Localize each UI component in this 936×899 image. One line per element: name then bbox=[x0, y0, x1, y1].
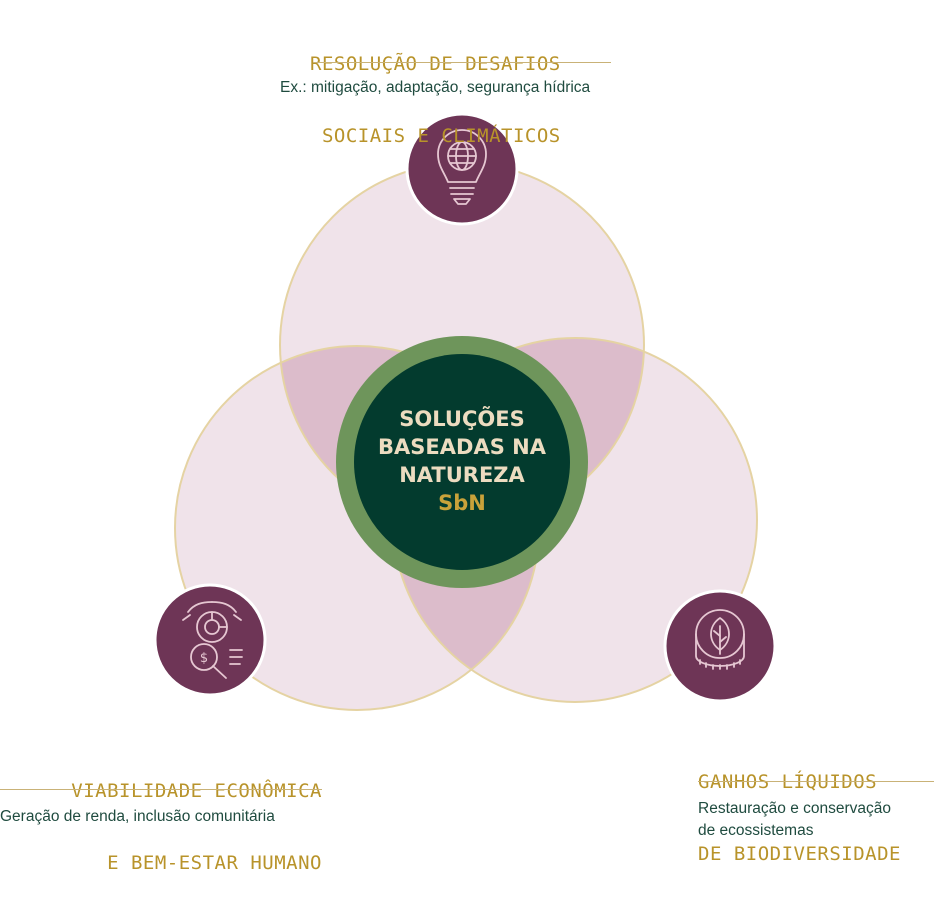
top-heading-divider bbox=[313, 62, 611, 63]
leaf-coin-icon bbox=[663, 589, 777, 703]
left-heading-line1: VIABILIDADE ECONÔMICA bbox=[71, 780, 322, 802]
right-description: Restauração e conservação de ecossistema… bbox=[698, 798, 934, 842]
center-abbreviation: SbN bbox=[438, 491, 486, 515]
center-title-line2: BASEADAS NA bbox=[378, 435, 546, 459]
left-description: Geração de renda, inclusão comunitária bbox=[0, 808, 275, 825]
svg-text:$: $ bbox=[200, 651, 208, 666]
center-title-line1: SOLUÇÕES bbox=[399, 407, 525, 431]
center-title-line3: NATUREZA bbox=[399, 463, 525, 487]
right-heading-divider bbox=[698, 781, 934, 782]
money-search-chart-icon: $ bbox=[153, 583, 267, 697]
right-heading-line2: DE BIODIVERSIDADE bbox=[698, 843, 901, 865]
left-heading-divider bbox=[0, 789, 322, 790]
lightbulb-globe-icon bbox=[405, 112, 519, 226]
right-description-line2: de ecossistemas bbox=[698, 822, 814, 839]
right-description-line1: Restauração e conservação bbox=[698, 800, 892, 817]
center-title: SOLUÇÕES BASEADAS NA NATUREZA SbN bbox=[360, 405, 564, 517]
left-heading-line2: E BEM-ESTAR HUMANO bbox=[107, 852, 322, 874]
top-heading-line1: RESOLUÇÃO DE DESAFIOS bbox=[310, 53, 561, 75]
venn-diagram: $ bbox=[153, 112, 777, 711]
center-badge bbox=[336, 336, 588, 588]
top-heading: RESOLUÇÃO DE DESAFIOS SOCIAIS E CLIMÁTIC… bbox=[310, 4, 561, 172]
top-heading-line2: SOCIAIS E CLIMÁTICOS bbox=[310, 125, 561, 147]
right-heading-line1: GANHOS LÍQUIDOS bbox=[698, 771, 878, 793]
top-description: Ex.: mitigação, adaptação, segurança híd… bbox=[280, 79, 591, 96]
